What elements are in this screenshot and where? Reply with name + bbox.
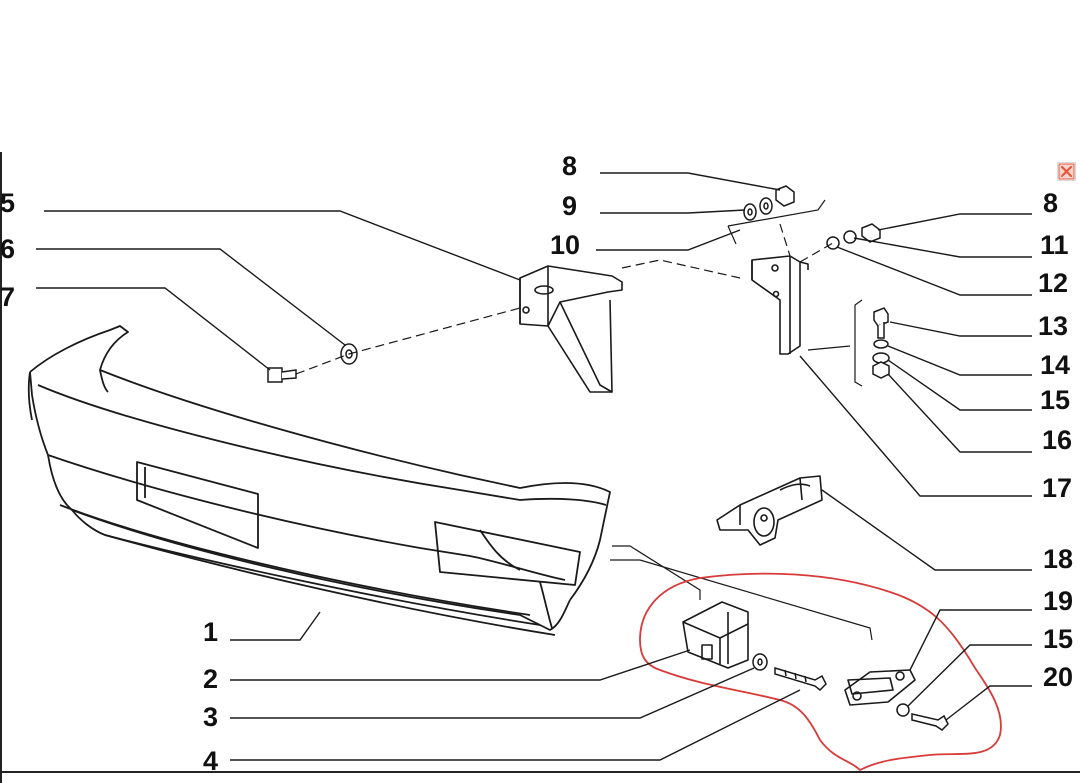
callout-18: 18 — [1043, 544, 1074, 574]
fasteners — [267, 185, 949, 731]
callout-19: 19 — [1043, 586, 1074, 616]
callout-9: 9 — [562, 191, 578, 221]
callout-13: 13 — [1038, 311, 1069, 341]
spacer-part — [844, 669, 916, 706]
callout-2: 2 — [203, 664, 219, 694]
highlight-outline — [639, 572, 1002, 771]
assembly-lines — [295, 223, 834, 375]
callout-20: 20 — [1043, 662, 1074, 692]
leader-lines — [36, 172, 1032, 761]
callout-12: 12 — [1038, 268, 1069, 298]
callout-8-right: 8 — [1043, 188, 1059, 218]
callout-8-top: 8 — [562, 151, 578, 181]
close-button[interactable] — [1057, 162, 1076, 181]
bracket-lower — [716, 475, 823, 546]
blank-header-area — [0, 0, 1080, 152]
callout-17: 17 — [1042, 473, 1073, 503]
callout-15-upper: 15 — [1040, 385, 1071, 415]
callout-10: 10 — [550, 230, 581, 260]
callout-4: 4 — [203, 746, 219, 776]
group-brackets — [610, 199, 873, 641]
callout-11: 11 — [1040, 230, 1069, 260]
callout-15-lower: 15 — [1043, 624, 1074, 654]
callout-14: 14 — [1040, 350, 1071, 380]
bracket-left — [519, 265, 623, 393]
callout-3: 3 — [203, 702, 219, 732]
bumper-part — [27, 325, 611, 636]
callout-16: 16 — [1042, 425, 1073, 455]
callout-1: 1 — [203, 617, 219, 647]
callout-5: 5 — [0, 188, 16, 218]
bracket-right — [751, 255, 809, 355]
frame-left-edge — [0, 152, 2, 783]
callout-7: 7 — [0, 282, 16, 312]
callout-6: 6 — [0, 234, 16, 264]
frame-bottom-edge — [0, 771, 1080, 773]
guide-part — [682, 601, 749, 669]
close-icon — [1058, 163, 1075, 180]
